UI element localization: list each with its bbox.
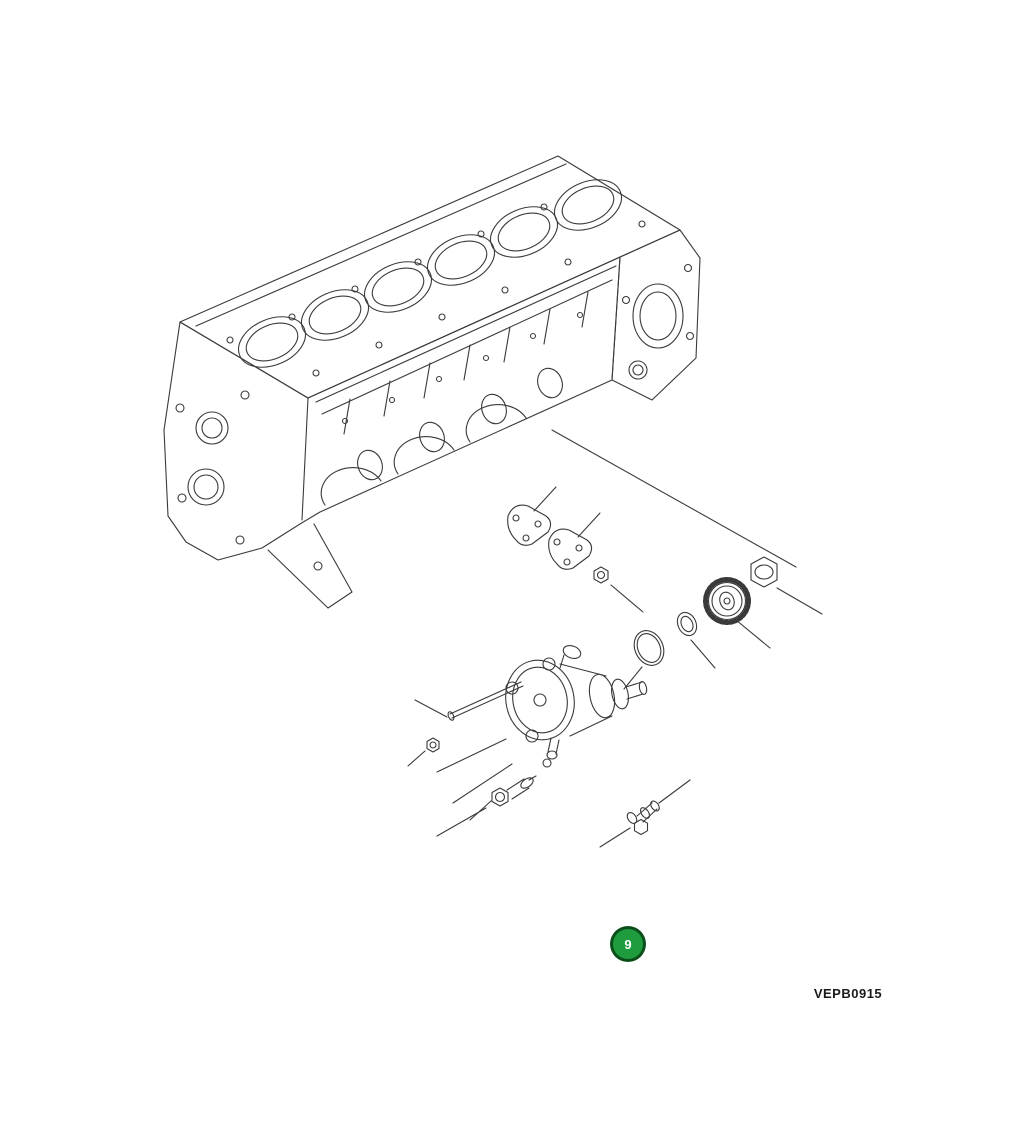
block-left-face bbox=[175, 390, 250, 545]
stud-nut bbox=[593, 566, 609, 584]
fuel-injection-pump bbox=[505, 645, 648, 760]
lock-nut bbox=[426, 737, 440, 753]
engine-block-drawing bbox=[163, 155, 701, 609]
check-ball bbox=[542, 758, 552, 768]
front-face-openings bbox=[320, 311, 584, 506]
overflow-valve-fitting bbox=[491, 775, 537, 807]
block-skirt bbox=[267, 523, 353, 609]
callout-badge[interactable]: 9 bbox=[610, 926, 646, 962]
figure-code: VEPB0915 bbox=[814, 986, 882, 1001]
deck-bolt-holes bbox=[226, 203, 646, 377]
diagram-linework bbox=[163, 155, 823, 848]
cylinder-bores bbox=[238, 179, 622, 368]
o-ring bbox=[633, 630, 665, 666]
seal-washer bbox=[676, 611, 698, 637]
banjo-bolt bbox=[626, 800, 660, 836]
retaining-nut bbox=[750, 556, 778, 588]
leader-lines bbox=[407, 429, 823, 848]
mounting-stud bbox=[447, 681, 524, 721]
drive-gear bbox=[703, 577, 751, 625]
block-end-face bbox=[611, 229, 701, 401]
callout-badge-number: 9 bbox=[624, 937, 631, 952]
front-face-ribs bbox=[315, 265, 617, 435]
callout-badge-fill[interactable] bbox=[613, 929, 643, 959]
cover-plate-gaskets bbox=[507, 504, 593, 570]
